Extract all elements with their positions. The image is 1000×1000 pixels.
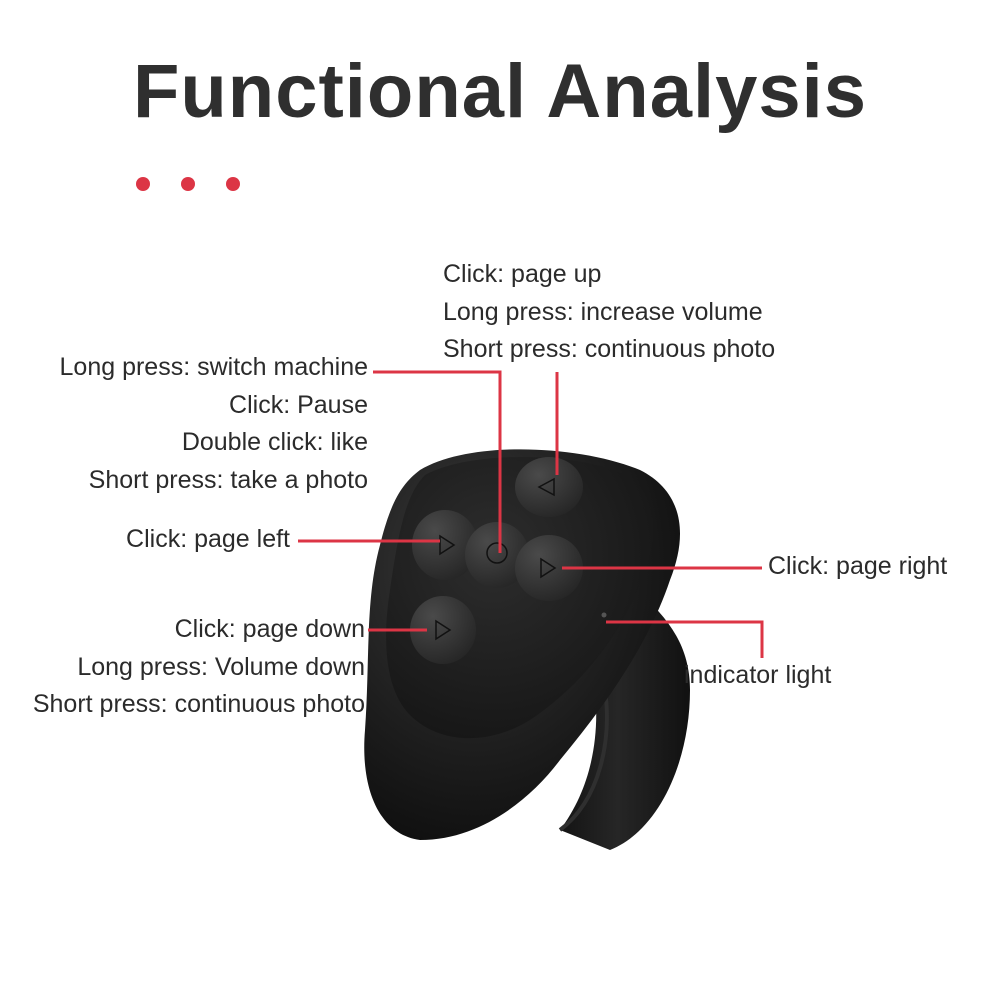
- dot-1: [136, 177, 150, 191]
- annotation-line: indicator light: [684, 661, 832, 689]
- right-button: [515, 535, 583, 601]
- annotation-top-right: Click: page up Long press: increase volu…: [443, 256, 775, 369]
- leader-indicator: [606, 620, 764, 658]
- annotation-right: Click: page right: [768, 548, 947, 586]
- annotation-line: Long press: switch machine: [59, 353, 368, 381]
- page-title: Functional Analysis: [132, 49, 868, 134]
- top-right-button: [515, 457, 583, 517]
- annotation-line: Click: page down: [174, 615, 365, 643]
- annotation-line: Long press: increase volume: [443, 297, 763, 326]
- annotation-line: Short press: continuous photo: [32, 690, 365, 718]
- annotation-center: Long press: switch machine Click: Pause …: [0, 349, 368, 499]
- annotation-line: Short press: continuous photo: [443, 335, 776, 363]
- annotation-line: Short press: take a photo: [88, 465, 368, 494]
- annotation-line: Double click: like: [181, 428, 368, 456]
- dot-3: [226, 177, 240, 191]
- dot-2: [181, 177, 195, 191]
- annotation-left: Click: page left: [0, 521, 290, 559]
- left-button: [412, 510, 478, 580]
- annotation-line: Click: Pause: [229, 390, 368, 419]
- center-button: [465, 522, 529, 588]
- annotation-line: Click: page right: [768, 552, 948, 580]
- leader-center: [373, 370, 502, 553]
- annotation-indicator: indicator light: [684, 657, 831, 695]
- annotation-line: Long press: Volume down: [77, 652, 365, 681]
- bottom-button: [410, 596, 476, 664]
- indicator-light: [601, 612, 607, 618]
- annotation-line: Click: page up: [443, 260, 602, 288]
- annotation-line: Click: page left: [126, 525, 290, 553]
- leader-lines: [298, 370, 764, 658]
- annotation-bottom: Click: page down Long press: Volume down…: [0, 611, 365, 724]
